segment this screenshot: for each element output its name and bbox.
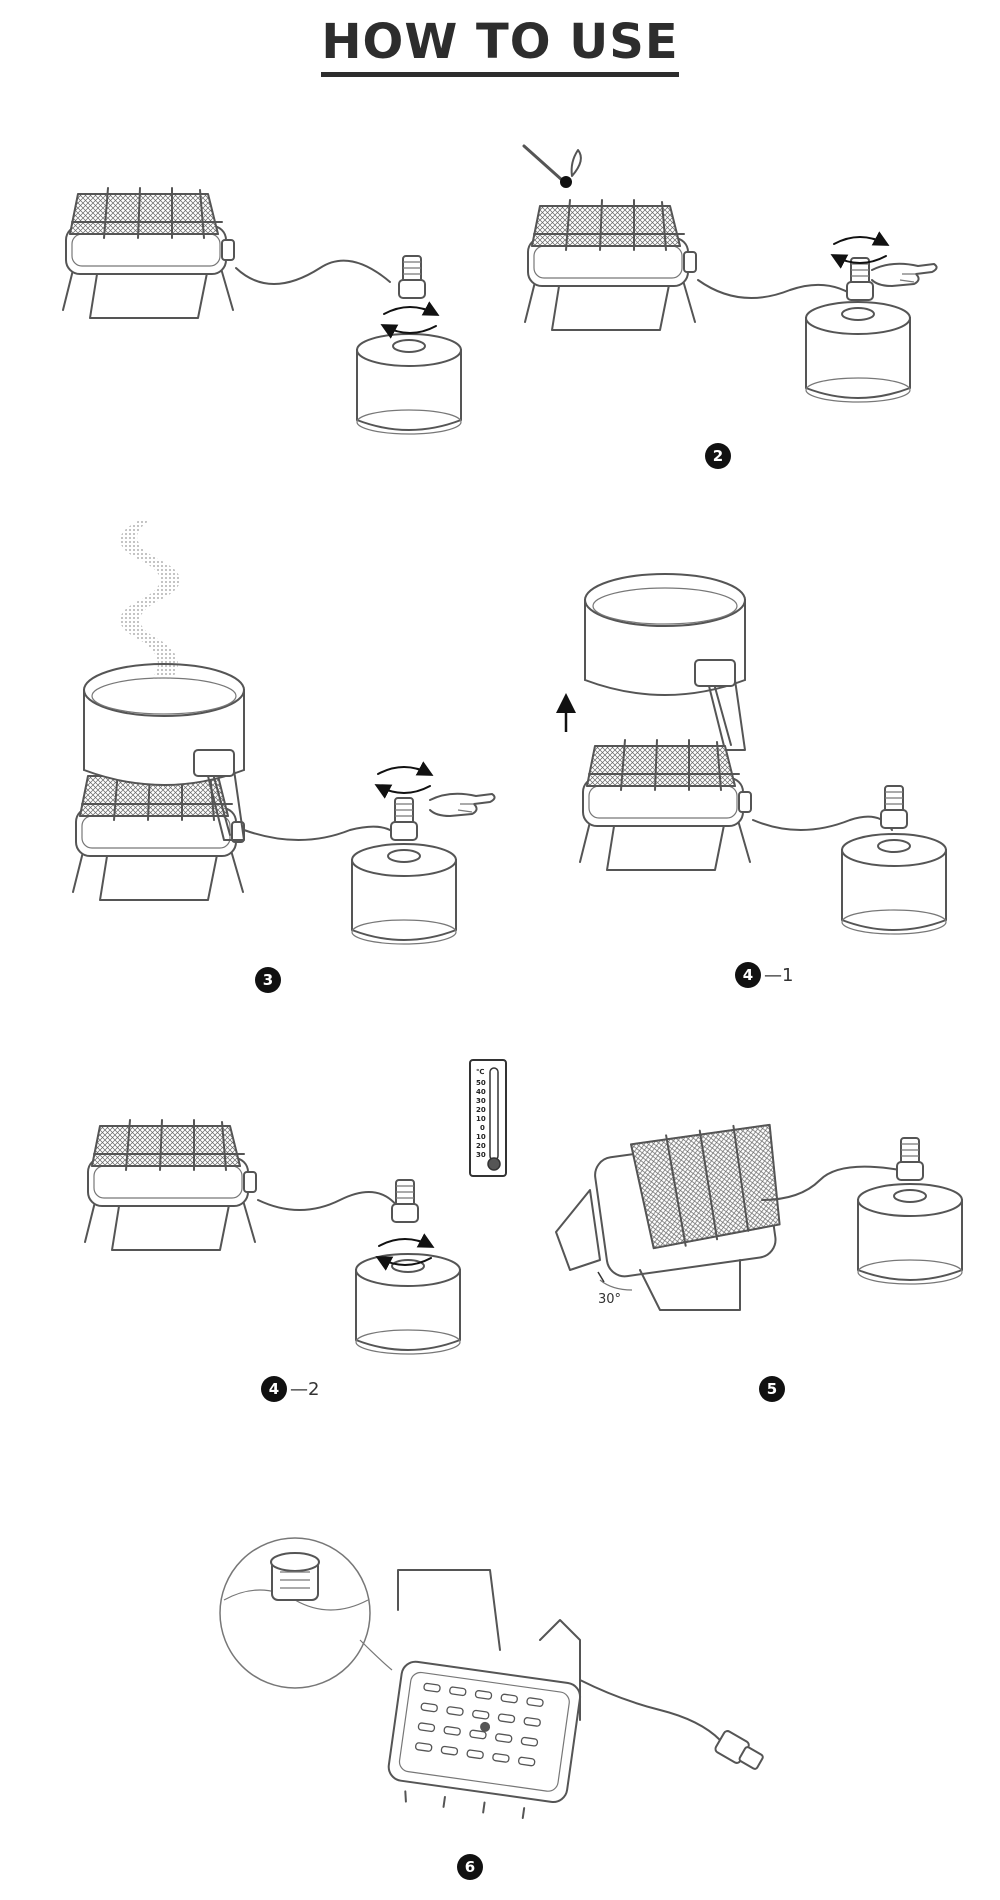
svg-text:2: 2 [713, 447, 723, 465]
svg-text:—2: —2 [290, 1379, 319, 1400]
svg-text:40: 40 [476, 1088, 486, 1096]
svg-text:4: 4 [269, 1380, 279, 1398]
steam-icon [120, 520, 180, 680]
step-4-1-illustration [556, 573, 947, 935]
svg-text:20: 20 [476, 1106, 486, 1114]
svg-text:30°: 30° [598, 1292, 621, 1307]
svg-text:10: 10 [476, 1133, 486, 1141]
svg-text:30: 30 [476, 1151, 486, 1159]
step-6-illustration [219, 1537, 764, 1820]
svg-text:30: 30 [476, 1097, 486, 1105]
step-4-1-badge: 4 —1 [735, 962, 793, 988]
page-title: HOW TO USE [0, 14, 1000, 77]
svg-text:10: 10 [476, 1115, 486, 1123]
step-6-badge: 6 [457, 1854, 483, 1880]
svg-text:6: 6 [465, 1858, 475, 1876]
step-4-2-illustration [84, 1119, 461, 1355]
svg-text:—1: —1 [764, 965, 793, 986]
svg-text:3: 3 [263, 971, 273, 989]
step-4-2-badge: 4 —2 [261, 1376, 319, 1402]
svg-text:20: 20 [476, 1142, 486, 1150]
svg-text:4: 4 [743, 966, 753, 984]
step-3-badge: 3 [255, 967, 281, 993]
svg-text:0: 0 [480, 1124, 485, 1132]
match-icon [522, 144, 582, 188]
step-3-illustration [72, 520, 496, 945]
step-5-badge: 5 [759, 1376, 785, 1402]
magnifier-circle-icon [219, 1537, 393, 1689]
svg-text:℃: ℃ [476, 1068, 484, 1076]
step-2-illustration [522, 144, 938, 403]
svg-text:50: 50 [476, 1079, 486, 1087]
step-2-badge: 2 [705, 443, 731, 469]
step-1-illustration [62, 187, 462, 435]
step-5-illustration: 30° [555, 1123, 963, 1311]
svg-text:5: 5 [767, 1380, 777, 1398]
thermometer-icon: ℃ 50 40 30 20 10 0 10 20 30 [469, 1059, 507, 1177]
